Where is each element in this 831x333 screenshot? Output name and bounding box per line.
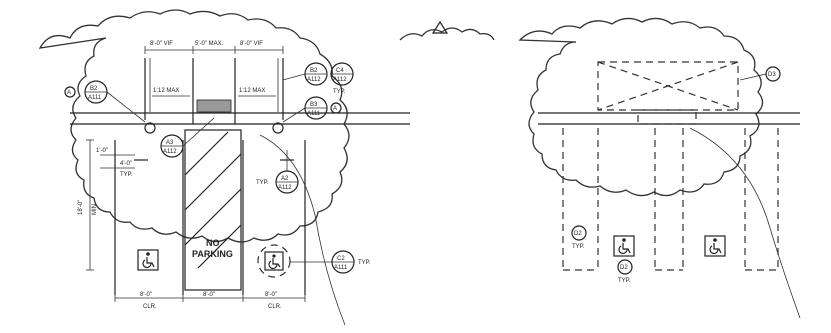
access-aisle [184, 129, 242, 291]
dim-bottom-2: 8'-0" [203, 292, 215, 298]
dim-bottom-3-note: CLR. [268, 304, 282, 310]
dim-left-4: 18'-0" [78, 200, 84, 215]
dim-top-1: 8'-0" VIF [150, 41, 173, 47]
callout-c4-suffix: TYP. [333, 89, 346, 95]
callout-a2-a112 [275, 150, 299, 194]
tag-d3-label: D3 [768, 72, 776, 78]
callout-b2b-id: B2 [310, 68, 318, 74]
tag-d2-bottom-label: D2 [620, 265, 628, 271]
bollard-icon [144, 122, 156, 134]
callout-c4-a112 [330, 62, 354, 86]
callout-c2-id: C2 [337, 256, 345, 262]
callout-b3-id: B3 [310, 102, 318, 108]
revision-delta-icon [431, 20, 449, 34]
revision-cloud-left [38, 9, 350, 243]
callout-c2-sheet: A111 [334, 265, 348, 271]
callout-a3-a112 [160, 117, 215, 158]
callout-b2-prefix: A [67, 90, 71, 96]
accessible-parking-icon [257, 244, 291, 278]
callout-a2-id: A2 [281, 176, 289, 182]
aisle-label-no: NO [206, 238, 220, 248]
callout-b2-a111 [64, 80, 146, 123]
callout-b3-a111 [282, 96, 342, 123]
dim-top-2: 5'-0" MAX. [195, 41, 224, 47]
callout-a3-id: A3 [166, 140, 174, 146]
callout-a3-sheet: A112 [163, 149, 177, 155]
dim-top-3: 8'-0" VIF [240, 41, 263, 47]
callout-a2-prefix: TYP. [256, 180, 269, 186]
tag-d2-bottom [617, 259, 633, 275]
slope-label-left: 1:12 MAX [153, 88, 179, 94]
dim-bottom-1-note: CLR. [143, 304, 157, 310]
callout-c4-id: C4 [336, 68, 344, 74]
dim-left-1: 1'-0" [96, 148, 108, 154]
accessible-parking-icon [613, 235, 635, 257]
dim-bottom-1: 8'-0" [140, 292, 152, 298]
callout-c2-suffix: TYP. [358, 260, 371, 266]
tag-d3 [739, 66, 781, 82]
tag-d2-left-note: TYP. [572, 244, 585, 250]
callout-b2-sheet: A111 [88, 95, 102, 101]
dim-left-2: 4'-0" [120, 161, 132, 167]
callout-b2-a112 [282, 62, 328, 86]
tag-d2-bottom-note: TYP. [618, 278, 631, 284]
dim-left-5: MIN. [92, 202, 98, 215]
revision-cloud-right [518, 17, 764, 197]
dim-left-3: TYP. [120, 172, 133, 178]
tag-d2-left-label: D2 [574, 231, 582, 237]
accessible-parking-icon [137, 249, 159, 271]
callout-b2-id: B2 [90, 86, 98, 92]
detectable-warning-pad [196, 99, 232, 113]
aisle-label-parking: PARKING [192, 249, 233, 259]
bollard-icon [272, 122, 284, 134]
callout-b2b-sheet: A112 [307, 77, 321, 83]
callout-c4-sheet: A112 [333, 77, 347, 83]
callout-b3-sheet: A111 [307, 111, 321, 117]
slope-label-right: 1:12 MAX [239, 88, 265, 94]
tag-d2-left [571, 225, 587, 241]
callout-b3-suffix: A [333, 106, 337, 112]
cloud-connector [399, 27, 495, 41]
dim-bottom-3: 8'-0" [265, 292, 277, 298]
callout-c2-a111 [290, 250, 355, 274]
callout-a2-sheet: A112 [278, 185, 292, 191]
accessible-parking-icon [704, 235, 726, 257]
